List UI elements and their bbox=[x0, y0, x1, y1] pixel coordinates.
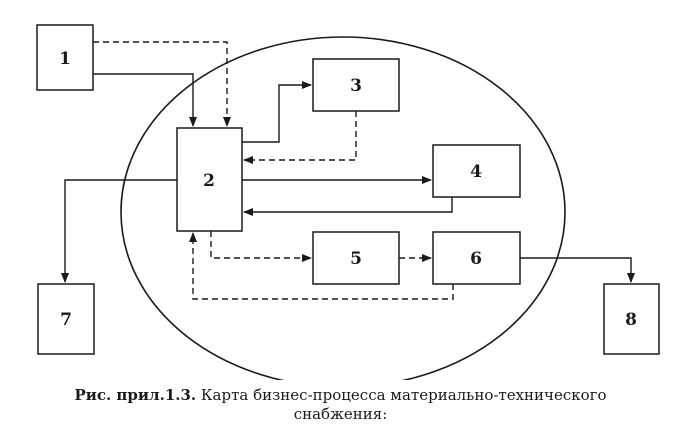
edge-4-to-2-solid bbox=[243, 197, 453, 216]
edge-6-to-2-dashed bbox=[189, 232, 454, 300]
node-2-label: 2 bbox=[203, 171, 215, 191]
caption-text: Карта бизнес-процесса материально-технич… bbox=[196, 386, 607, 404]
node-3-label: 3 bbox=[350, 76, 362, 96]
node-7-label: 7 bbox=[60, 310, 72, 330]
node-4: 4 bbox=[432, 144, 521, 198]
node-5: 5 bbox=[312, 231, 400, 285]
node-1: 1 bbox=[36, 24, 94, 91]
figure-caption: Рис. прил.1.3. Карта бизнес-процесса мат… bbox=[0, 386, 681, 424]
edge-2-to-3-solid bbox=[242, 81, 312, 143]
caption-line-1: Рис. прил.1.3. Карта бизнес-процесса мат… bbox=[0, 386, 681, 405]
business-process-diagram: 1 2 3 4 5 6 7 8 bbox=[36, 24, 660, 380]
node-6-label: 6 bbox=[470, 249, 482, 269]
node-4-label: 4 bbox=[470, 162, 482, 182]
node-8: 8 bbox=[603, 283, 660, 355]
node-7: 7 bbox=[37, 283, 95, 355]
node-5-label: 5 bbox=[350, 249, 362, 269]
node-3: 3 bbox=[312, 58, 400, 112]
edge-3-to-2-dashed bbox=[243, 111, 357, 164]
node-1-label: 1 bbox=[59, 49, 71, 69]
edge-2-to-5-dashed bbox=[210, 231, 312, 262]
edge-1-to-2-dashed bbox=[93, 41, 231, 127]
process-boundary-ellipse bbox=[120, 36, 566, 380]
edge-6-to-8-solid bbox=[520, 257, 635, 283]
caption-line-2: снабжения: bbox=[293, 405, 388, 423]
edge-1-to-2-solid bbox=[93, 73, 197, 127]
node-6: 6 bbox=[432, 231, 521, 285]
edge-2-to-7-solid bbox=[61, 179, 177, 283]
node-8-label: 8 bbox=[625, 310, 637, 330]
node-2: 2 bbox=[176, 127, 243, 232]
figure-label: Рис. прил.1.3. bbox=[74, 386, 197, 404]
